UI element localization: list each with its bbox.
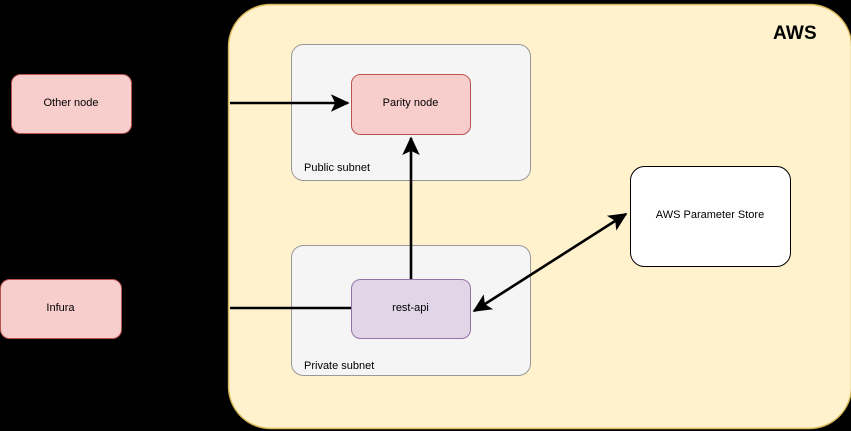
node-box-parity-node[interactable] bbox=[351, 74, 471, 135]
connector-rest-api-to-aws-parameter-store[interactable] bbox=[472, 212, 628, 313]
node-box-aws-parameter-store[interactable] bbox=[630, 166, 791, 267]
private-subnet-label: Private subnet bbox=[304, 360, 375, 372]
aws-cloud-label: AWS bbox=[773, 23, 817, 44]
public-subnet-label: Public subnet bbox=[304, 162, 371, 174]
node-box-other-node[interactable] bbox=[11, 74, 132, 134]
node-box-infura[interactable] bbox=[0, 279, 122, 339]
node-box-rest-api[interactable] bbox=[351, 279, 471, 339]
